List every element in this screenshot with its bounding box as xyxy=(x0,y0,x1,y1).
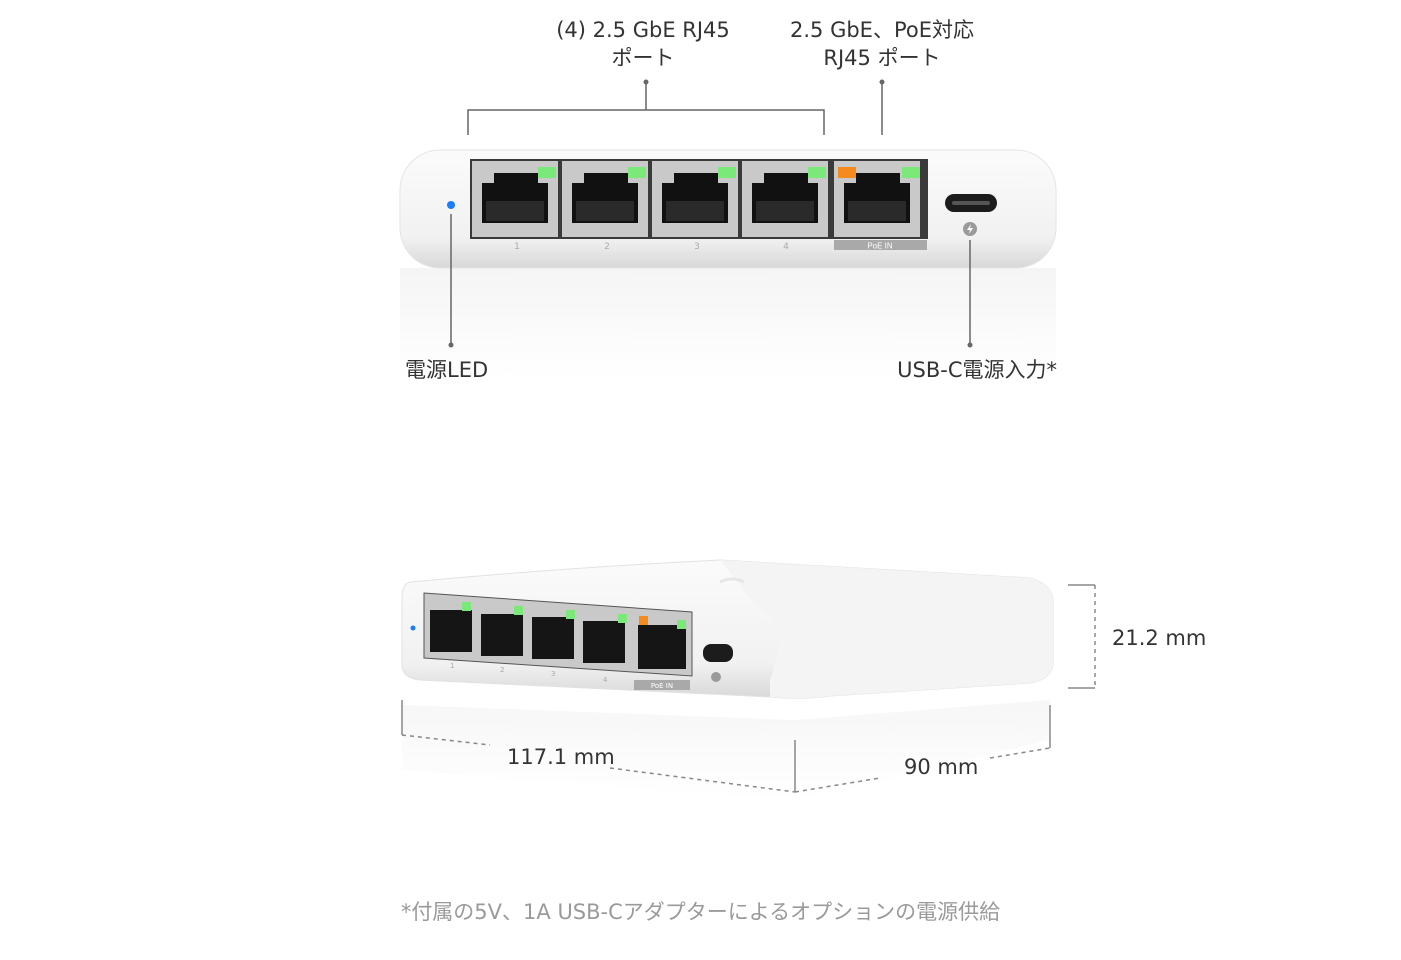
power-led xyxy=(447,201,455,209)
link-led xyxy=(902,167,920,178)
poe-in-badge xyxy=(834,240,927,250)
port-number: 1 xyxy=(514,242,520,252)
poe-callout-line2: RJ45 ポート xyxy=(823,46,941,70)
port-number: 1 xyxy=(450,662,454,670)
poe-port-callout-label: 2.5 GbE、PoE対応 RJ45 ポート xyxy=(790,16,974,72)
poe-callout-line1: 2.5 GbE、PoE対応 xyxy=(790,18,974,42)
ports-callout-line2: ポート xyxy=(611,46,675,70)
poe-in-port xyxy=(638,625,686,669)
front-view-device: PoE IN 1 2 3 4 xyxy=(399,149,1057,378)
poe-in-badge xyxy=(634,680,690,690)
perspective-view-device: 1 2 3 4 PoE IN xyxy=(401,559,1054,800)
lightning-icon xyxy=(711,672,721,682)
ports-callout-label: (4) 2.5 GbE RJ45 ポート xyxy=(556,16,730,72)
rj45-port-3 xyxy=(532,617,574,659)
usbc-callout-label: USB-C電源入力* xyxy=(897,358,1057,382)
footnote: *付属の5V、1A USB-Cアダプターによるオプションの電源供給 xyxy=(400,900,1001,924)
link-led xyxy=(566,610,575,619)
rj45-port-1 xyxy=(472,161,558,237)
device-reflection xyxy=(400,268,1056,378)
poe-in-port xyxy=(834,161,920,237)
power-led-callout-label: 電源LED xyxy=(405,358,489,382)
poe-led xyxy=(639,616,648,625)
rj45-port-4 xyxy=(742,161,828,237)
poe-led xyxy=(838,167,856,178)
link-led xyxy=(718,167,736,178)
link-led xyxy=(462,602,471,611)
usbc-port xyxy=(703,644,733,662)
port-number: 2 xyxy=(604,242,610,252)
rj45-port-2 xyxy=(481,614,523,656)
width-dimension: 117.1 mm xyxy=(507,745,615,769)
ubiquiti-logo xyxy=(719,577,745,584)
link-led xyxy=(677,620,686,629)
rj45-port-2 xyxy=(562,161,648,237)
rj45-port-3 xyxy=(652,161,738,237)
poe-in-text: PoE IN xyxy=(651,682,673,690)
device-reflection xyxy=(402,700,1050,800)
rj45-port-1 xyxy=(430,610,472,652)
port-number: 2 xyxy=(500,666,504,674)
power-led xyxy=(410,625,416,631)
rj45-port-4 xyxy=(583,621,625,663)
dimension-lines xyxy=(401,584,1096,793)
port-number: 3 xyxy=(694,242,700,252)
poe-in-text: PoE IN xyxy=(867,242,893,251)
link-led xyxy=(628,167,646,178)
ports-callout-line1: (4) 2.5 GbE RJ45 xyxy=(556,18,730,42)
link-led xyxy=(808,167,826,178)
callout-lines xyxy=(450,82,971,345)
port-number: 4 xyxy=(603,676,608,684)
port-number: 4 xyxy=(783,242,789,252)
port-number: 3 xyxy=(551,670,555,678)
link-led xyxy=(514,606,523,615)
link-led xyxy=(538,167,556,178)
link-led xyxy=(618,614,627,623)
height-dimension: 21.2 mm xyxy=(1112,626,1207,650)
depth-dimension: 90 mm xyxy=(904,755,979,779)
